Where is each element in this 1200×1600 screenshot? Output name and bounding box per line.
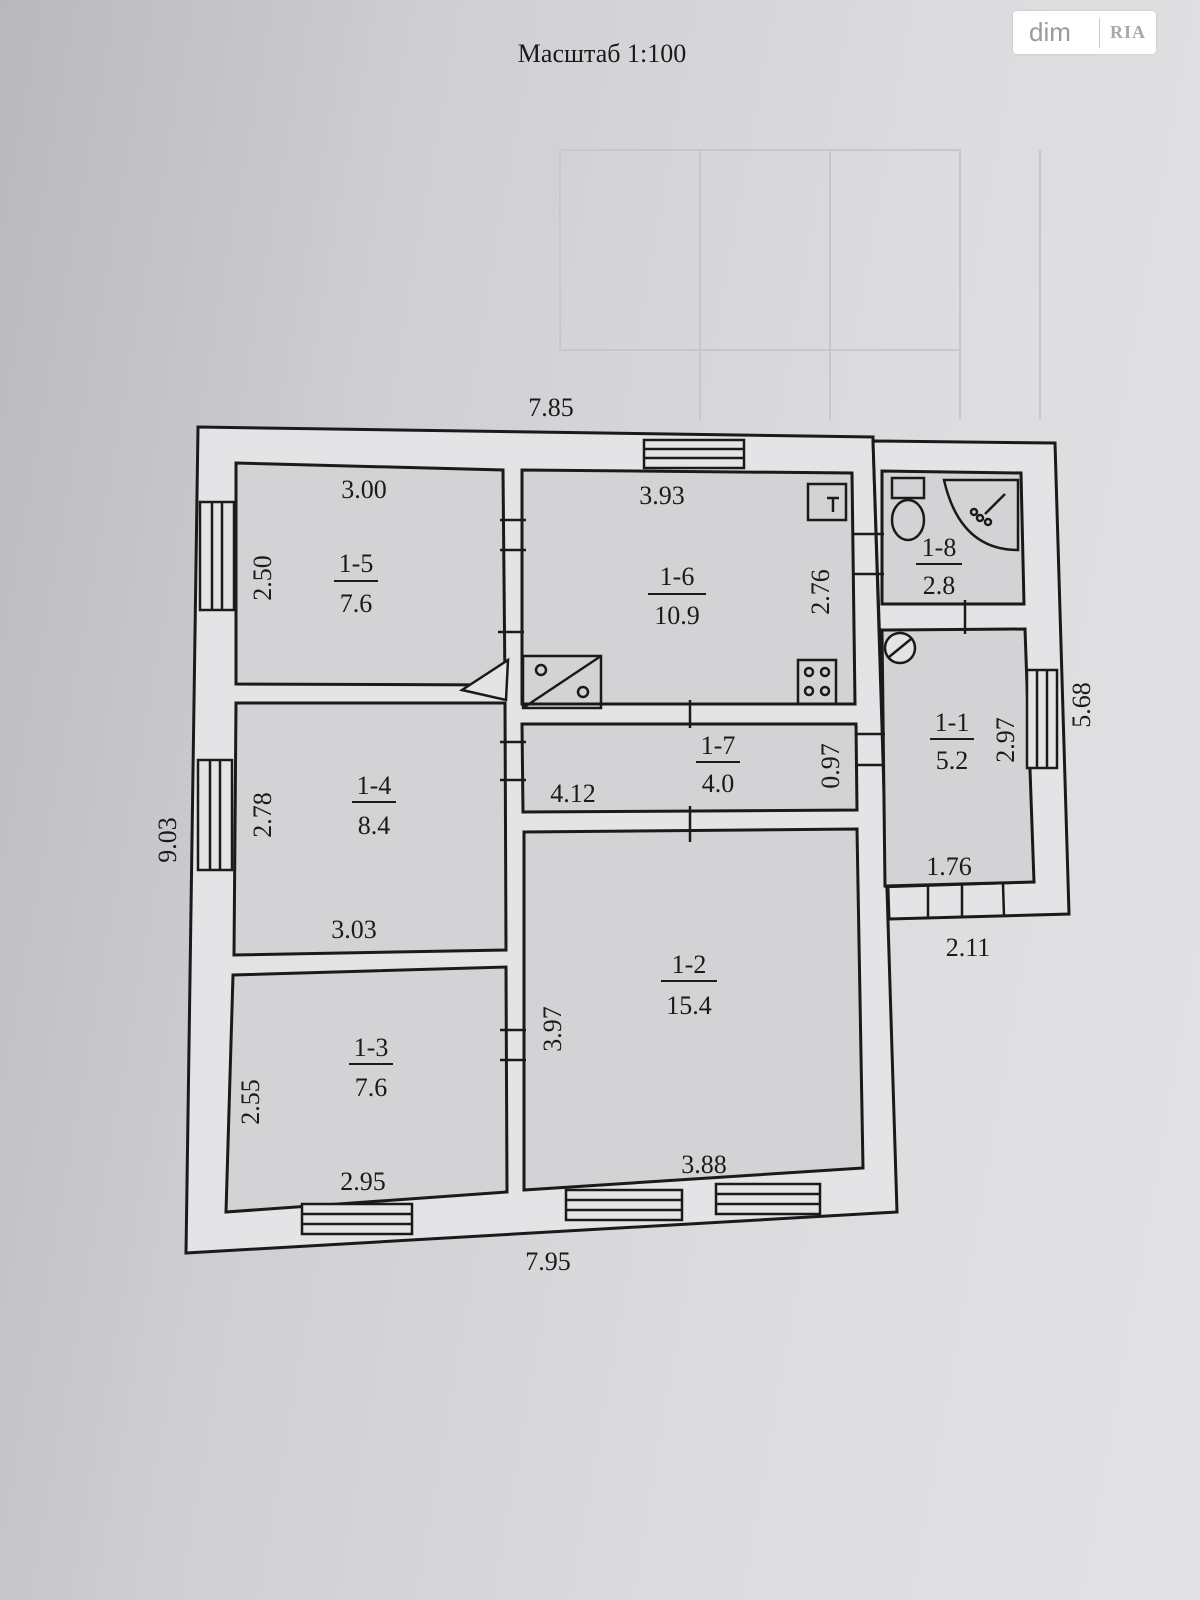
door-markers [498, 518, 967, 1062]
room-1-7-area: 4.0 [702, 769, 735, 798]
ria-logo: RIA [1110, 22, 1147, 42]
room-1-4-number: 1-4 [357, 771, 392, 800]
room-1-1-number: 1-1 [935, 708, 970, 737]
room-1-5-height: 2.50 [248, 555, 277, 601]
dimension-annex-bottom: 2.11 [946, 933, 991, 962]
shower-icon [942, 478, 1020, 552]
dimension-top: 7.85 [528, 393, 574, 422]
window-top [642, 438, 746, 470]
gas-meter-icon [883, 631, 917, 665]
room-1-7-number: 1-7 [701, 731, 736, 760]
room-1-6-area: 10.9 [654, 601, 700, 630]
room-1-6-floor [520, 468, 857, 706]
room-1-3-height: 2.55 [236, 1079, 265, 1125]
room-1-2-width: 3.88 [681, 1150, 727, 1179]
stove-fixture [521, 654, 603, 710]
room-1-1-width: 1.76 [926, 852, 972, 881]
cooktop-icon [796, 658, 838, 706]
dimension-bottom: 7.95 [525, 1247, 571, 1276]
room-1-4-area: 8.4 [358, 811, 391, 840]
sink-icon [806, 482, 848, 522]
room-1-5-number: 1-5 [339, 549, 374, 578]
dim-ria-watermark: dim RIA [1013, 11, 1156, 54]
plan-scale-title: Масштаб 1:100 [518, 39, 686, 68]
window-left-upper [198, 500, 236, 612]
dimension-left: 9.03 [153, 817, 182, 863]
room-1-7-floor [520, 722, 859, 814]
room-1-2-height: 3.97 [538, 1006, 567, 1052]
room-1-4-height: 2.78 [248, 792, 277, 838]
room-1-6-height: 2.76 [806, 569, 835, 615]
room-1-8-area: 2.8 [923, 571, 956, 600]
toilet-icon [890, 476, 926, 542]
window-bottom-center [564, 1188, 684, 1222]
room-1-5-area: 7.6 [340, 589, 373, 618]
window-left-middle [196, 758, 234, 872]
room-1-5-width: 3.00 [341, 475, 387, 504]
watermark-separator [1099, 17, 1100, 48]
window-bottom-left [300, 1202, 414, 1236]
window-annex-right [1025, 668, 1059, 770]
watermark-brand: dim [1029, 17, 1071, 47]
room-1-8-number: 1-8 [922, 533, 957, 562]
heater-marker [458, 657, 510, 702]
room-1-2-floor [522, 827, 865, 1192]
room-1-3-width: 2.95 [340, 1167, 386, 1196]
room-1-2-number: 1-2 [672, 950, 707, 979]
room-1-3-area: 7.6 [355, 1073, 388, 1102]
room-1-1-area: 5.2 [936, 746, 969, 775]
bleed-through-background [559, 149, 1041, 420]
room-1-6-width: 3.93 [639, 481, 685, 510]
room-1-7-width: 4.12 [550, 779, 596, 808]
room-1-3-number: 1-3 [354, 1033, 389, 1062]
dimension-right: 5.68 [1067, 682, 1096, 728]
window-bottom-right [714, 1182, 822, 1216]
room-1-4-width: 3.03 [331, 915, 377, 944]
room-1-6-number: 1-6 [660, 562, 695, 591]
room-1-2-area: 15.4 [666, 991, 712, 1020]
room-1-3-floor [224, 965, 509, 1214]
room-1-7-height: 0.97 [816, 743, 845, 789]
room-1-1-height: 2.97 [991, 717, 1020, 763]
windows [196, 438, 1059, 1236]
room-1-4-floor [232, 701, 508, 957]
annex-porch-lines [884, 880, 1035, 918]
